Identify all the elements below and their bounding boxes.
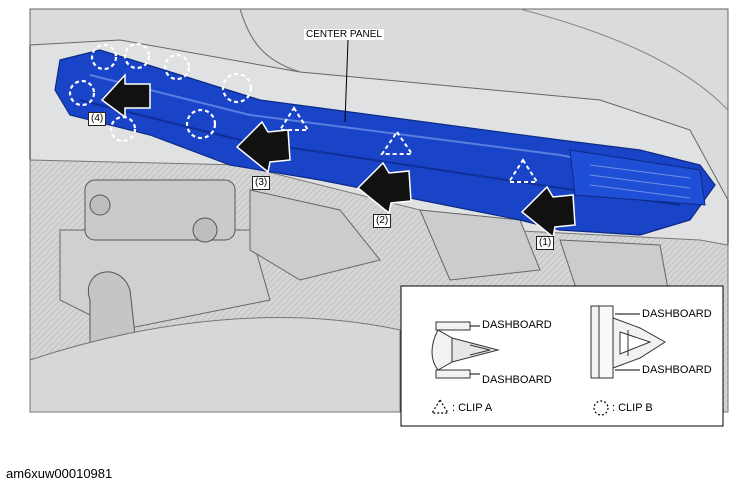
clip-b-dashboard-top-label: DASHBOARD	[642, 308, 712, 320]
step-label-2: (2)	[373, 214, 392, 228]
arrow-4	[100, 73, 151, 119]
clip-b-legend-icon	[593, 400, 609, 416]
legend-box	[400, 285, 724, 427]
clip-b-marker	[68, 79, 96, 107]
center-panel	[54, 49, 716, 236]
step-label-4: (4)	[88, 112, 107, 126]
clip-b-dashboard-bottom-label: DASHBOARD	[642, 364, 712, 376]
clip-b-marker	[163, 53, 191, 81]
arrow-2	[356, 161, 412, 215]
clip-a-dashboard-bottom-label: DASHBOARD	[482, 374, 552, 386]
arrow-3	[235, 120, 291, 174]
clip-b-marker	[90, 43, 118, 71]
step-label-1: (1)	[536, 236, 555, 250]
center-panel-label: CENTER PANEL	[304, 29, 384, 40]
clip-b-legend-label: : CLIP B	[612, 402, 653, 414]
clip-b-marker	[109, 115, 137, 143]
clip-a-dashboard-top-label: DASHBOARD	[482, 319, 552, 331]
clip-a-legend-label: : CLIP A	[452, 402, 493, 414]
clip-b-illustration	[590, 305, 666, 379]
clip-b-marker	[123, 42, 151, 70]
arrow-1	[520, 185, 576, 239]
figure-caption: am6xuw00010981	[6, 466, 113, 481]
clip-a-illustration	[431, 321, 500, 379]
clip-b-marker	[221, 72, 253, 104]
clip-b-marker	[185, 108, 217, 140]
step-label-3: (3)	[252, 176, 271, 190]
